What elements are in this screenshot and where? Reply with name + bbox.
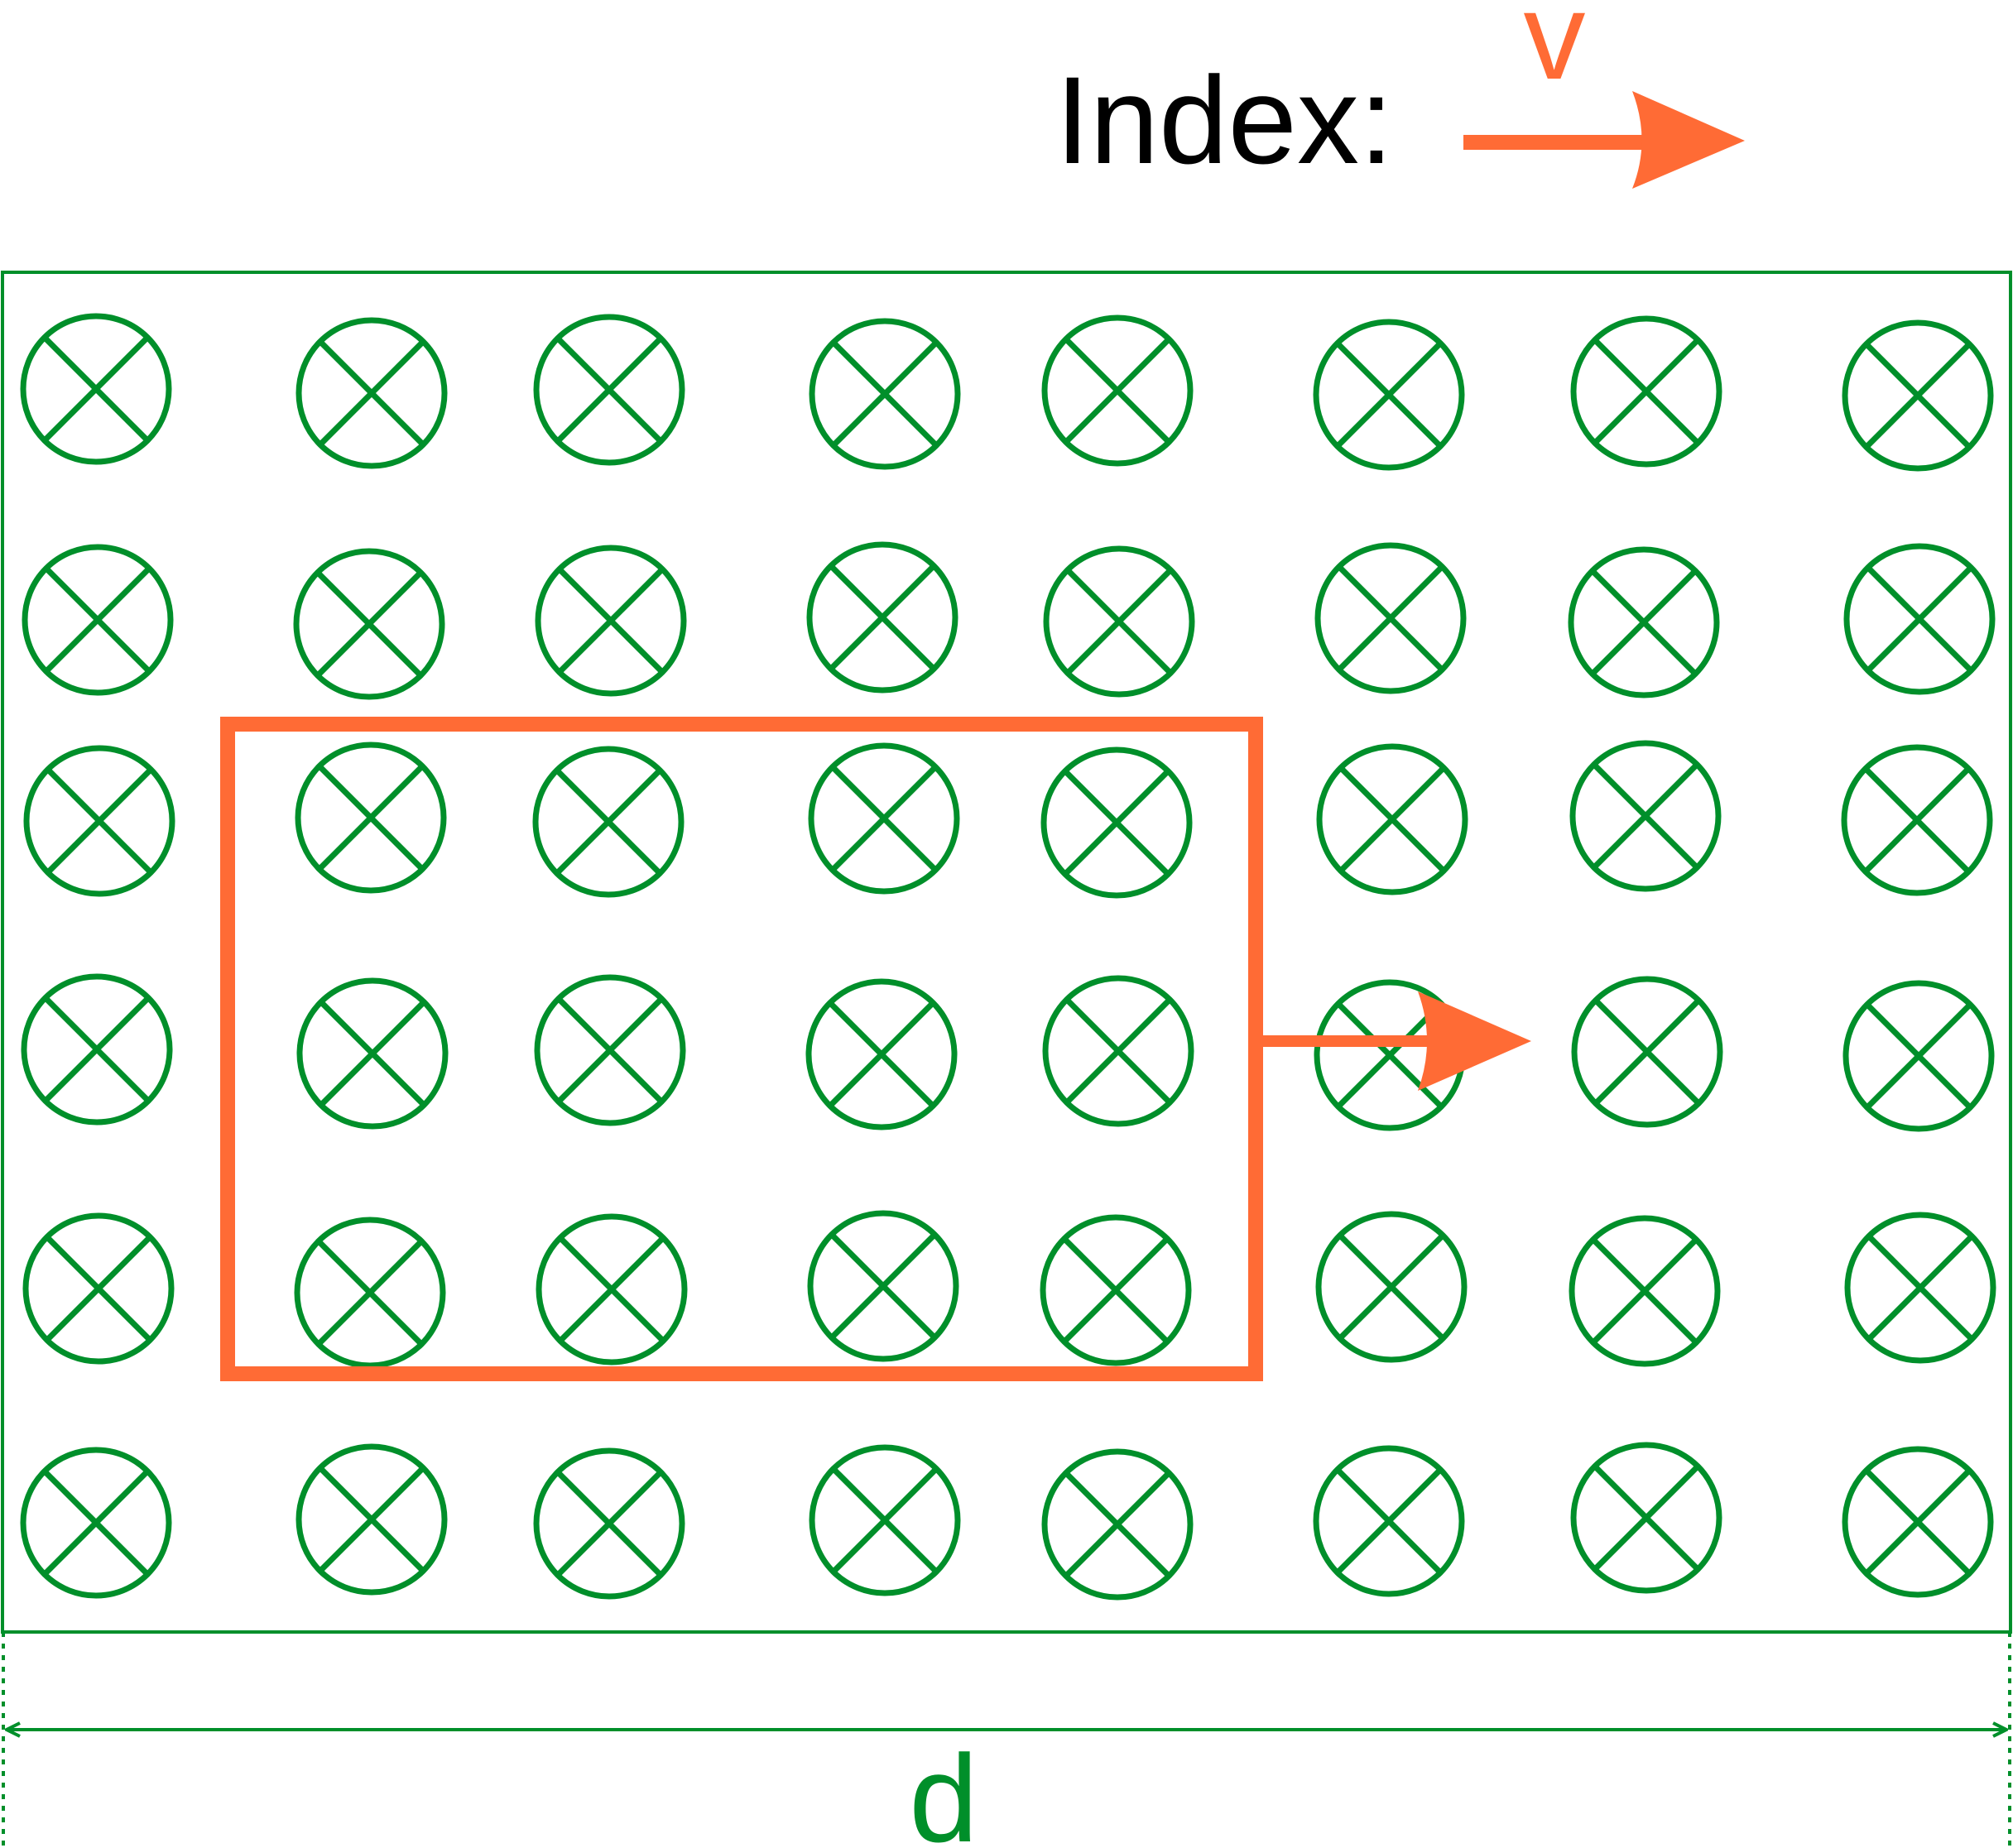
field-into-page-icon: [1313, 319, 1465, 471]
field-into-page-icon: [809, 1444, 961, 1596]
field-into-page-icon: [536, 1213, 688, 1366]
field-into-page-icon: [1314, 542, 1467, 694]
dimension-label: d: [909, 1729, 978, 1848]
field-into-page-icon: [1569, 740, 1722, 892]
field-into-page-icon: [1843, 543, 1996, 695]
field-into-page-icon: [533, 314, 685, 466]
field-into-page-icon: [21, 973, 173, 1126]
conducting-loop: [220, 717, 1263, 1381]
field-into-page-icon: [1042, 975, 1194, 1127]
field-into-page-icon: [1315, 1211, 1468, 1363]
field-into-page-icon: [295, 1443, 448, 1596]
field-region-border: [1, 271, 2012, 1634]
field-into-page-icon: [1842, 1446, 1994, 1598]
field-into-page-icon: [23, 745, 175, 897]
field-into-page-icon: [808, 742, 960, 895]
field-into-page-icon: [1570, 1442, 1722, 1594]
field-into-page-icon: [1313, 1445, 1465, 1597]
loop-rectangle: [220, 717, 1263, 1381]
field-into-page-icon: [533, 1447, 685, 1600]
field-into-page-icon: [535, 545, 687, 697]
field-into-page-icon: [1570, 315, 1722, 468]
field-into-page-icon: [1041, 1448, 1194, 1601]
field-into-page-icon: [806, 541, 958, 694]
field-into-page-icon: [1040, 1214, 1192, 1366]
field-into-page-icon: [805, 978, 958, 1130]
field-into-page-icon: [1040, 746, 1193, 899]
legend-arrow-icon: [1463, 91, 1745, 189]
field-into-page-icon: [295, 742, 447, 894]
field-into-page-icon: [22, 544, 174, 696]
field-into-page-icon: [534, 974, 686, 1126]
field-into-page-icon: [296, 977, 449, 1130]
legend: Index: v: [1055, 0, 1745, 190]
velocity-symbol: v: [1524, 0, 1586, 105]
field-into-page-icon: [22, 1212, 175, 1365]
field-into-page-icon: [20, 1447, 172, 1599]
field-into-page-icon: [20, 313, 172, 465]
field-into-page-icon: [1041, 314, 1194, 467]
field-into-page-icon: [1841, 744, 1993, 896]
field-into-page-icon: [1842, 980, 1995, 1132]
legend-label: Index:: [1055, 50, 1394, 190]
field-into-page-icon: [807, 1210, 959, 1362]
field-into-page-icon: [1842, 319, 1994, 472]
dimension-d: d: [2, 1632, 2011, 1848]
loop-velocity-arrow-icon: [1256, 991, 1531, 1091]
field-into-page-icon: [1569, 1215, 1721, 1367]
field-into-page-icon: [532, 746, 685, 898]
field-into-page-icon: [1043, 545, 1195, 698]
field-into-page-icon: [293, 548, 445, 700]
field-into-page-icon: [1568, 546, 1720, 698]
field-into-page-icon: [1844, 1212, 1996, 1364]
field-into-page-icon: [1571, 976, 1723, 1128]
field-into-page-icon: [295, 317, 448, 469]
field-grid: [20, 313, 1996, 1601]
field-into-page-icon: [1316, 743, 1468, 895]
field-into-page-icon: [294, 1217, 446, 1369]
field-into-page-icon: [809, 318, 961, 470]
